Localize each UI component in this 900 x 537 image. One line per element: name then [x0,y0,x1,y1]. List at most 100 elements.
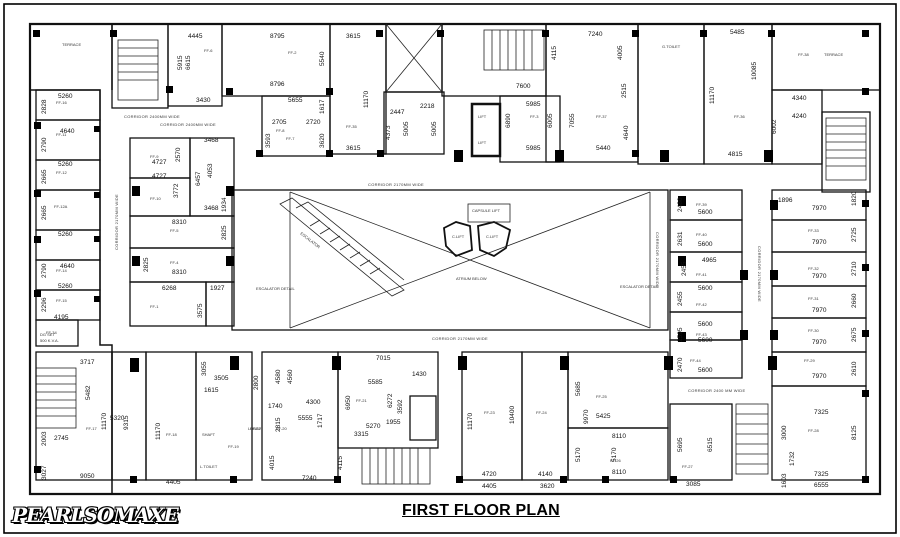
toilet-l-label: L.TOILET [200,464,218,469]
dim: 3430 [196,97,211,104]
terrace-left: TERRACE [62,42,81,47]
room-ff4: FF-4 [170,260,179,265]
dim: 8310 [172,269,187,276]
dim: 6457 [195,171,202,186]
dim: 5600 [698,285,713,292]
dim: 3055 [201,361,208,376]
corridor-left: CORRIDOR 2170MM WIDE [114,194,119,250]
room-ff35: FF-35 [346,124,357,129]
bottom-units [35,351,769,485]
escalator-detail-right: ESCALATOR DETAIL [620,284,659,289]
corridor-bottom-right: CORRIDOR 2400 MM WIDE [688,388,745,393]
room-ff6: FF-6 [204,48,213,53]
dim: 4015 [269,455,276,470]
dim: 4640 [60,128,75,135]
dim: 7970 [812,373,827,380]
dim: 8110 [612,469,626,476]
dim: 7970 [812,239,827,246]
room-ff24: FF-24 [536,410,547,415]
dim: 2815 [275,417,282,432]
dim: 11170 [467,413,474,430]
dim: 4195 [54,314,69,321]
dim: 5260 [58,231,73,238]
dim: 2665 [41,205,48,220]
dim: 2570 [175,147,182,162]
room-ff41: FF-41 [696,272,707,277]
dim: 5260 [58,283,73,290]
dim: 5270 [366,423,381,430]
dim: 10400 [509,406,516,424]
dim: 3615 [346,145,361,152]
dim: 1603 [781,473,788,488]
dim: 2218 [420,103,435,110]
room-ff17: FF-17 [86,426,97,431]
dim: 5600 [698,321,713,328]
room-ff15: FF-15 [56,298,67,303]
dim: 6515 [707,437,714,452]
dim: 3468 [204,205,219,212]
dim: 1896 [778,197,793,204]
dim: 11170 [709,87,716,104]
dim: 8110 [612,433,626,440]
dim: 6005 [547,113,554,128]
room-ff25: FF-25 [596,394,607,399]
dim: 7970 [812,205,827,212]
dim: 3505 [214,375,229,382]
drawing-title: FIRST FLOOR PLAN [402,502,560,519]
dim: 6268 [162,285,177,292]
dim: 5260 [58,161,73,168]
inner-left-units [129,137,235,327]
dim: 4965 [702,257,717,264]
dim: 5425 [596,413,611,420]
dim: 5440 [596,145,611,152]
escalator-detail-left: ESCALATOR DETAIL [256,286,295,291]
room-ff18: FF-18 [166,432,177,437]
room-labels: FF-7 FF-8 FF-9 FF-10 FF-11 FF-12 FF-12A … [46,48,819,469]
lift-1: LIFT [478,114,487,119]
room-ff44: FF-44 [690,358,701,363]
shaft-label: SHAFT [202,432,216,437]
dim: 5695 [677,437,684,452]
dim: 7600 [516,83,531,90]
dim: 5260 [58,93,73,100]
room-ff2: FF-2 [288,50,297,55]
dim: 2725 [851,227,858,242]
dim: 7015 [376,355,391,362]
dim: 5170 [575,447,582,462]
structural-columns [33,30,869,483]
capsule-lift: CAPSULE LIFT [472,208,501,213]
dim: 2610 [851,361,858,376]
room-ff23: FF-23 [484,410,495,415]
dim: 1955 [386,419,401,426]
dim: 5170 [611,447,618,462]
corridor-labels: CORRIDOR 2400MM WIDE CORRIDOR 2170MM WID… [114,114,762,393]
dg-set-label: DG SET [40,332,55,337]
dim: 11170 [363,91,370,108]
dim: 2665 [41,169,48,184]
dim: 6890 [505,113,512,128]
dim: 5320 [110,415,125,422]
dim: 4640 [60,263,75,270]
dim: 1934 [221,197,228,212]
dim: 4640 [623,125,630,140]
terrace-right: TERRACE [824,52,843,57]
room-ff16: FF-16 [56,100,67,105]
corridor-top-left-2: CORRIDOR 2400MM WIDE [124,114,180,119]
room-ff33: FF-33 [808,228,819,233]
dim: 6950 [345,395,352,410]
dim: 6272 [387,393,394,408]
room-ff37: FF-37 [596,114,607,119]
dim: 1732 [789,451,796,466]
dim: 5555 [298,415,313,422]
atrium [231,189,669,331]
room-ff5: FF-5 [170,228,179,233]
room-ff34: FF-34 [46,330,57,335]
dim: 1740 [268,403,283,410]
dim: 2515 [621,83,628,98]
dim: 9050 [80,473,95,480]
room-ff12: FF-12 [56,170,67,175]
dim: 5005 [403,121,410,136]
corridor-center-right: CORRIDOR 2170MM WIDE [655,232,660,288]
dim: 5655 [288,97,303,104]
room-ff14: FF-14 [56,268,67,273]
